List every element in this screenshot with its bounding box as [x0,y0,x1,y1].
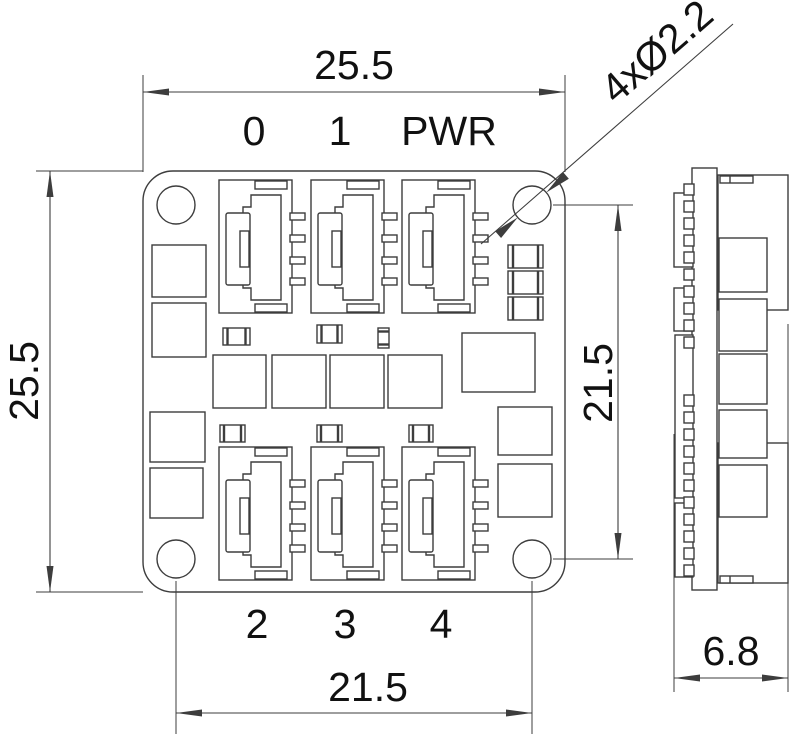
port-labels: 0 1 PWR 2 3 4 [243,108,497,647]
smd-pad [683,547,695,560]
smd-pad [683,530,695,543]
smd-pad [683,462,695,475]
port-label-1: 1 [329,108,352,154]
chip-component [316,324,343,344]
smd-pad [683,217,695,230]
side-connector-body [718,237,768,293]
side-connector-body [718,409,768,459]
smd-pad [683,513,695,526]
chip-component [377,327,390,349]
component-square [149,411,206,463]
dimension-hole-spacing-vertical: 21.5 [553,204,633,560]
side-connector-body [718,464,768,518]
port-label-4: 4 [430,601,453,647]
connector-port-4 [401,446,489,581]
front-view: 0 1 PWR 2 3 4 [142,108,566,647]
smd-pad [683,234,695,247]
chip-component [507,296,544,321]
dimension-height: 25.5 [1,170,143,593]
chip-component [507,270,544,295]
connector-port-1 [310,179,398,314]
component-square [387,354,443,409]
component-ic [461,332,536,393]
port-label-pwr: PWR [401,108,497,154]
side-pads [683,183,695,577]
smd-pad [683,268,695,281]
mounting-holes [156,185,552,579]
smd-pad [683,251,695,264]
side-tab [719,575,754,584]
dim-depth-label: 6.8 [703,628,760,674]
side-connector-profile [717,174,789,584]
smd-pad [683,285,695,298]
smd-pad [683,428,695,441]
dimension-width: 25.5 [142,42,566,172]
smd-pad [683,479,695,492]
chip-component [408,424,434,443]
connector-port-pwr [401,179,489,314]
mounting-hole [156,539,196,579]
chip-component [507,244,544,269]
leader-arrow [546,172,569,193]
smd-pad [683,302,695,315]
hole-callout-label: 4xØ2.2 [592,0,722,112]
smd-pad [683,200,695,213]
port-label-0: 0 [243,108,266,154]
side-tab [719,175,754,184]
mounting-hole [512,185,552,225]
connector-port-0 [218,179,306,314]
side-view [673,167,789,591]
component-square [271,354,327,409]
dim-height-label: 25.5 [1,341,47,421]
side-connector-body [718,353,768,405]
port-label-3: 3 [334,601,357,647]
smd-pad [683,183,695,196]
component-square [212,354,267,409]
component-square [151,302,207,358]
dim-hole-spacing-horizontal-label: 21.5 [328,664,408,710]
dim-hole-spacing-vertical-label: 21.5 [575,343,621,423]
component-square [497,463,553,518]
dim-width-label: 25.5 [314,42,394,88]
side-connector-body [718,298,768,352]
connector-port-2 [218,446,306,581]
dimension-hole-spacing-horizontal: 21.5 [175,581,533,734]
smd-pad [683,411,695,424]
smd-pad [683,336,695,349]
smd-pad [683,319,695,332]
port-label-2: 2 [246,601,269,647]
smd-pad [683,394,695,407]
connector-port-3 [310,446,398,581]
chip-component [316,424,343,443]
leader-arrow [495,217,518,238]
component-square [151,244,207,298]
component-square [497,406,553,456]
pcb-edge [691,167,718,591]
chip-component [219,424,246,443]
component-square [329,354,385,409]
smd-pad [683,496,695,509]
smd-pad [683,564,695,577]
components [149,244,553,519]
smd-pad [683,445,695,458]
mounting-hole [512,539,552,579]
side-back-components [673,183,695,578]
component-square [149,467,204,519]
chip-component [222,327,251,346]
mounting-hole [156,185,196,225]
dimension-depth: 6.8 [673,324,789,692]
